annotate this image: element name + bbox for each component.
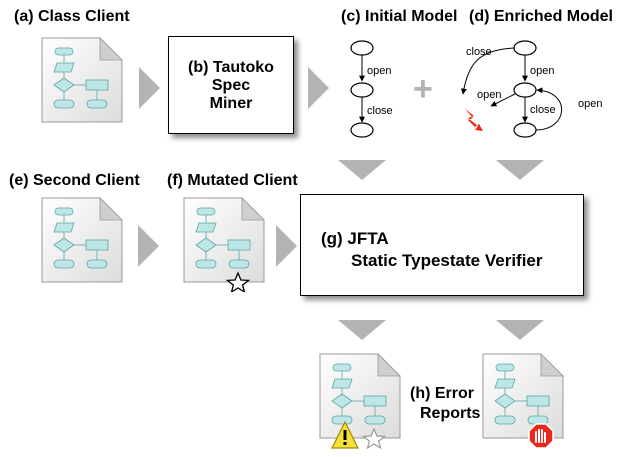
plus-sign: +	[413, 70, 433, 108]
open-label: open	[530, 65, 554, 77]
mutation-star-icon	[225, 271, 251, 292]
tautoko-spec-miner-box: (b) Tautoko Spec Miner	[168, 36, 294, 134]
arrow-g-to-h-right	[496, 320, 544, 340]
mutated-client-document	[183, 197, 265, 292]
error-lightning-icon	[464, 108, 483, 131]
transition-close-left	[460, 47, 515, 95]
close-label: close	[466, 46, 492, 58]
jfta-line1: (g) JFTA	[321, 229, 389, 248]
state-node	[513, 82, 537, 98]
arrow-d-to-g	[496, 160, 544, 180]
error-reports-line1: (h) Error	[410, 385, 474, 402]
jfta-line2: Static Typestate Verifier	[351, 251, 543, 270]
open-label: open	[367, 65, 391, 77]
open-label: open	[578, 98, 602, 110]
arrow-a-to-b	[139, 67, 160, 109]
arrow-b-to-c	[308, 67, 329, 109]
jfta-verifier-box: (g) JFTA Static Typestate Verifier	[300, 194, 584, 296]
initial-model-diagram: open close	[350, 40, 393, 138]
label-initial-model: (c) Initial Model	[341, 8, 458, 25]
arrow-c-to-g	[338, 160, 386, 180]
tautoko-line2: Spec	[211, 77, 251, 94]
label-error-reports: (h) Error Reports	[410, 384, 480, 424]
label-class-client: (a) Class Client	[14, 8, 130, 25]
error-report-stop-document	[482, 353, 564, 449]
arrow-g-to-h-left	[338, 320, 386, 340]
error-report-warning-document	[319, 353, 401, 450]
transition-open-error	[490, 93, 516, 107]
label-mutated-client: (f) Mutated Client	[167, 172, 298, 189]
mutation-star-icon	[361, 427, 387, 450]
label-second-client: (e) Second Client	[9, 172, 140, 189]
state-node	[513, 122, 537, 138]
state-node	[350, 40, 374, 56]
error-reports-line2: Reports	[420, 405, 481, 422]
open-label: open	[477, 89, 501, 101]
state-node	[350, 82, 374, 98]
arrow-e-to-f	[138, 225, 159, 267]
tautoko-line1: (b) Tautoko	[188, 59, 274, 76]
close-label: close	[530, 104, 556, 116]
transition-open-loop	[535, 87, 563, 131]
hand-icon	[535, 429, 546, 443]
label-enriched-model: (d) Enriched Model	[469, 8, 613, 25]
second-client-document	[41, 197, 123, 283]
class-client-document	[41, 37, 123, 123]
enriched-model-diagram: close open open close open	[460, 40, 602, 138]
state-node	[350, 122, 374, 138]
tautoko-line3: Miner	[209, 95, 253, 112]
state-node	[513, 40, 537, 56]
close-label: close	[367, 105, 393, 117]
arrow-f-to-g	[276, 225, 297, 267]
